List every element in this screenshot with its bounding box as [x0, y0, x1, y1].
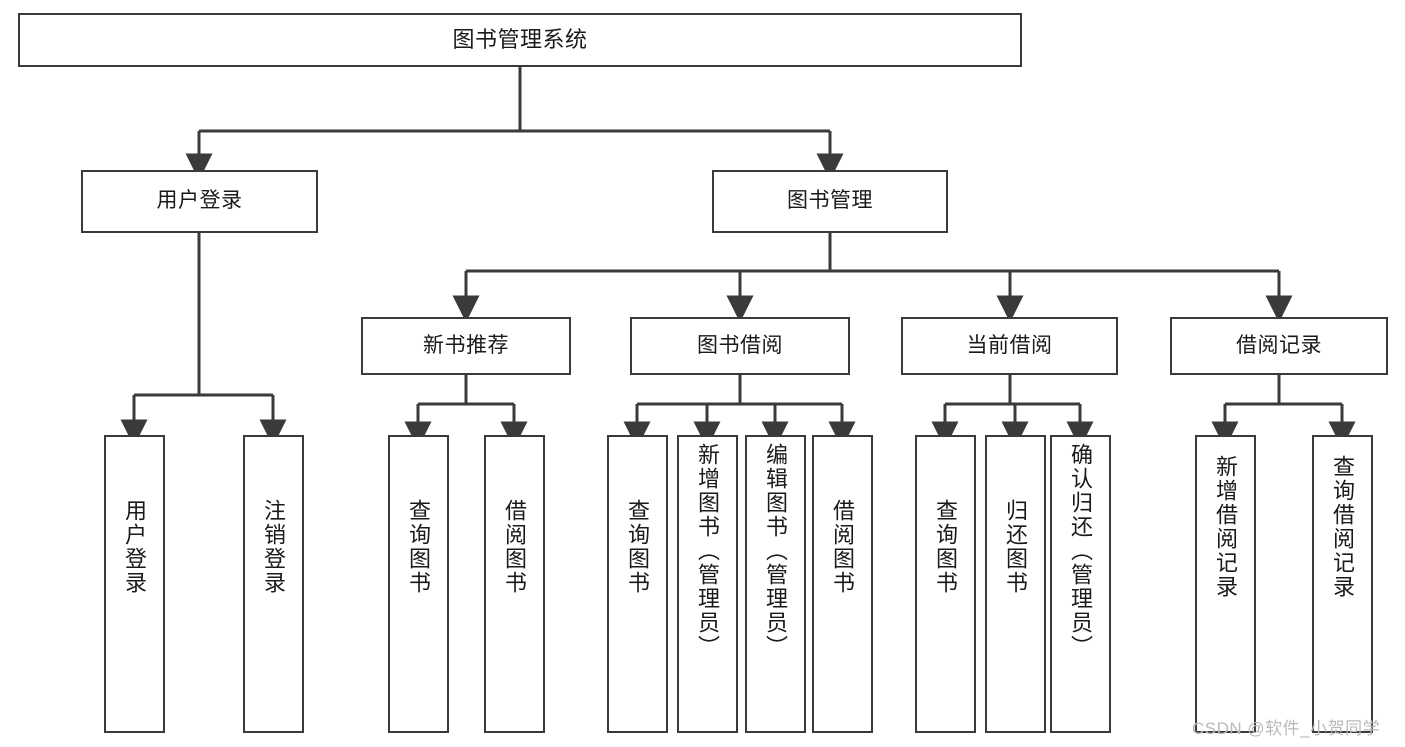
node-leaf-return-books[interactable]: 归还图书	[985, 435, 1046, 733]
node-leaf-borrow-books[interactable]: 借阅图书	[812, 435, 873, 733]
node-leaf-add-borrow-record[interactable]: 新增借阅记录	[1195, 435, 1256, 733]
node-label: 用户登录	[122, 499, 148, 595]
node-label: 查询借阅记录	[1330, 455, 1356, 599]
node-label: 注销登录	[261, 499, 287, 595]
node-root-system[interactable]: 图书管理系统	[18, 13, 1022, 67]
node-new-book-recommendation[interactable]: 新书推荐	[361, 317, 571, 375]
node-current-borrowing[interactable]: 当前借阅	[901, 317, 1118, 375]
node-label: 归还图书	[1003, 499, 1029, 595]
node-label: 编辑图书（管理员）	[763, 443, 789, 659]
node-leaf-query-books-recommend[interactable]: 查询图书	[388, 435, 449, 733]
node-label: 用户登录	[156, 189, 243, 213]
node-leaf-borrow-books-recommend[interactable]: 借阅图书	[484, 435, 545, 733]
node-label: 图书管理系统	[452, 27, 588, 53]
node-label: 图书借阅	[697, 333, 783, 357]
node-leaf-logout[interactable]: 注销登录	[243, 435, 304, 733]
node-label: 借阅记录	[1236, 333, 1322, 357]
node-label: 确认归还（管理员）	[1068, 443, 1094, 659]
node-user-login-branch[interactable]: 用户登录	[81, 170, 318, 233]
node-leaf-add-book-admin[interactable]: 新增图书（管理员）	[677, 435, 738, 733]
csdn-watermark: CSDN @软件_小贺同学	[1192, 719, 1381, 738]
node-leaf-query-books-borrow[interactable]: 查询图书	[607, 435, 668, 733]
node-label: 图书管理	[787, 189, 873, 213]
node-label: 查询图书	[933, 499, 959, 595]
node-label: 新增借阅记录	[1213, 455, 1239, 599]
node-label: 当前借阅	[966, 333, 1053, 357]
node-label: 借阅图书	[502, 499, 528, 595]
node-borrowing-records[interactable]: 借阅记录	[1170, 317, 1388, 375]
node-book-borrowing[interactable]: 图书借阅	[630, 317, 850, 375]
node-leaf-user-login[interactable]: 用户登录	[104, 435, 165, 733]
node-label: 新增图书（管理员）	[695, 443, 721, 659]
node-leaf-query-books-current[interactable]: 查询图书	[915, 435, 976, 733]
node-leaf-confirm-return-admin[interactable]: 确认归还（管理员）	[1050, 435, 1111, 733]
node-leaf-query-borrow-record[interactable]: 查询借阅记录	[1312, 435, 1373, 733]
node-book-management-branch[interactable]: 图书管理	[712, 170, 948, 233]
node-label: 查询图书	[406, 499, 432, 595]
node-label: 查询图书	[625, 499, 651, 595]
node-label: 借阅图书	[830, 499, 856, 595]
node-label: 新书推荐	[423, 333, 509, 357]
node-leaf-edit-book-admin[interactable]: 编辑图书（管理员）	[745, 435, 806, 733]
